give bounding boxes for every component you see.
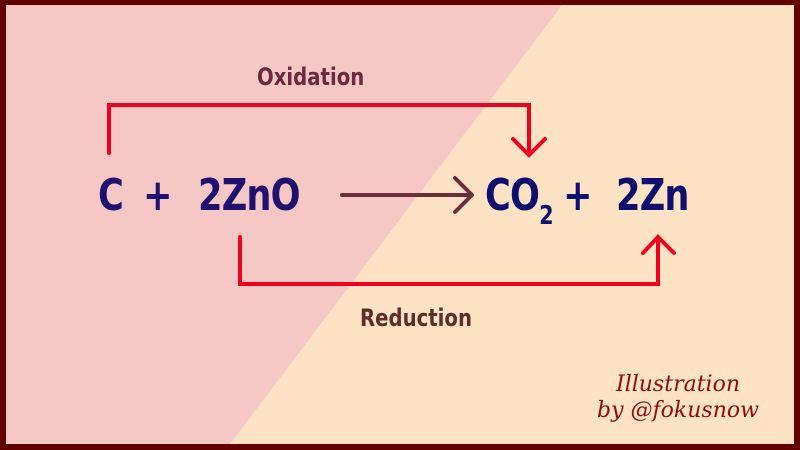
reduction-label: Reduction [360,304,472,332]
reactant-carbon: C [98,170,124,221]
reactant-zinc-oxide: 2ZnO [198,170,301,221]
credit-line-1: Illustration [616,372,740,397]
oxidation-bracket [107,103,547,158]
reduction-bracket-line [238,235,660,286]
reaction-arrow-icon [340,176,474,214]
product-carbon-dioxide: CO2 [485,174,554,230]
product-co-base: CO [485,170,540,221]
oxidation-arrowhead-icon [511,137,547,158]
product-zinc: 2Zn [616,170,689,221]
oxidation-bracket-line [107,103,531,156]
reduction-arrowhead-icon [641,234,676,255]
reduction-bracket [238,234,676,286]
reactant-plus: + [143,170,172,221]
oxidation-label: Oxidation [257,63,365,91]
product-co-subscript: 2 [539,201,554,231]
product-plus: + [563,170,592,221]
credit-line-2: by @fokusnow [597,398,759,423]
background-left [6,5,562,444]
